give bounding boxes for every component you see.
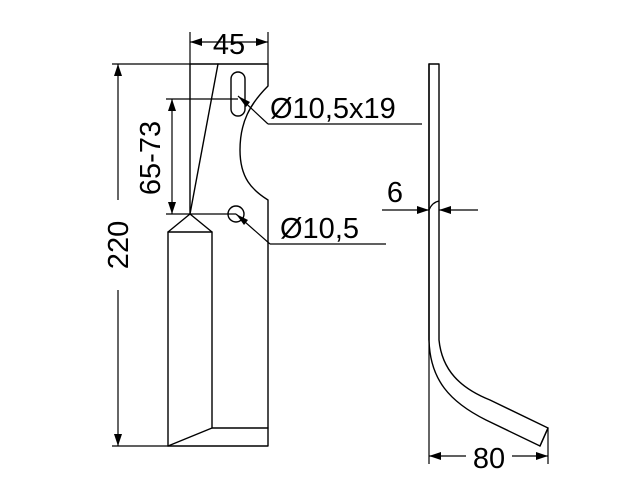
blade-face-diagonal xyxy=(189,63,219,215)
dim-220-label: 220 xyxy=(103,221,135,269)
dim-6-label: 6 xyxy=(387,177,403,209)
leader-slot-arrow xyxy=(238,96,250,107)
blade-side-tip-line xyxy=(539,427,549,447)
blade-bevel-line xyxy=(167,213,213,447)
dim-45-label: 45 xyxy=(213,29,245,61)
blade-front-view xyxy=(167,63,269,447)
leader-round-arrow xyxy=(236,214,248,225)
dim-220-arrow-bottom xyxy=(114,434,122,446)
dim-80-arrow-right xyxy=(536,452,548,460)
blade-side-view xyxy=(428,63,549,447)
dimension-bend-80: 80 xyxy=(428,340,549,475)
dim-65-73-arrow-top xyxy=(168,99,176,111)
leader-slot-hole: Ø10,5x19 xyxy=(237,93,422,125)
dimension-hole-spacing: 65-73 xyxy=(135,98,238,215)
dimension-thickness-6: 6 xyxy=(382,177,478,214)
dim-80-label: 80 xyxy=(473,443,505,475)
leader-round-hole: Ø10,5 xyxy=(235,213,386,245)
dim-45-arrow-right xyxy=(256,38,268,46)
slotted-hole xyxy=(230,71,246,117)
dim-65-73-label: 65-73 xyxy=(135,121,167,195)
blade-side-outline xyxy=(428,63,549,447)
dim-65-73-arrow-bottom xyxy=(168,202,176,214)
round-hole-label: Ø10,5 xyxy=(280,213,359,245)
dim-45-arrow-left xyxy=(190,38,202,46)
dim-6-arrow-right xyxy=(439,206,451,214)
dim-80-arrow-left xyxy=(429,452,441,460)
dim-220-arrow-top xyxy=(114,64,122,76)
dimension-height-220: 220 xyxy=(103,63,190,447)
dim-6-arrow-left xyxy=(417,206,429,214)
slot-hole-label: Ø10,5x19 xyxy=(270,93,396,125)
blade-front-outline xyxy=(167,63,269,447)
dimension-width-45: 45 xyxy=(189,29,269,64)
